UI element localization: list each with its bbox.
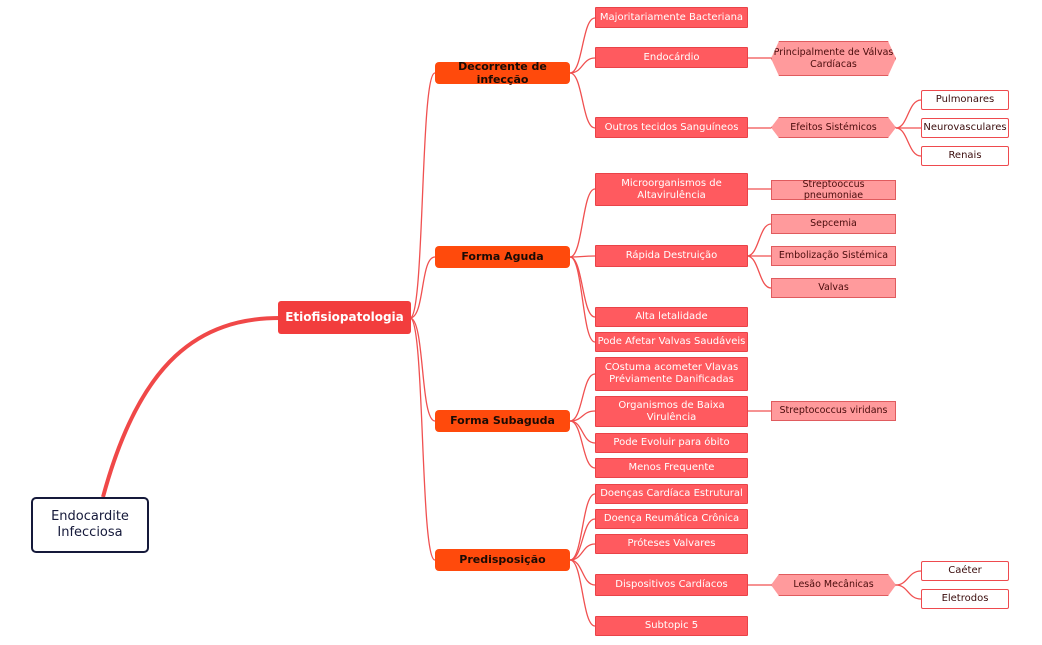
topic-cateter[interactable]: Caéter: [921, 561, 1009, 581]
topic-eletrodos[interactable]: Eletrodos: [921, 589, 1009, 609]
topic-streptococcus-pneumoniae[interactable]: Streptooccus pneumoniae: [771, 179, 896, 201]
topic-endocardio[interactable]: Endocárdio: [595, 47, 748, 68]
branch-infeccao[interactable]: Decorrente de infecção: [435, 60, 570, 86]
topic-organismos-baixa-virulencia[interactable]: Organismos de Baixa Virulência: [595, 396, 748, 427]
topic-neurovasculares[interactable]: Neurovasculares: [921, 118, 1009, 138]
topic-tecidos-sanguineos[interactable]: Outros tecidos Sanguíneos: [595, 117, 748, 138]
topic-costuma-acometer[interactable]: COstuma acometer Vlavas Préviamente Dani…: [595, 357, 748, 391]
topic-valvas-cardiacas[interactable]: Principalmente de Válvas Cardíacas: [771, 41, 896, 76]
topic-menos-frequente[interactable]: Menos Frequente: [595, 458, 748, 478]
topic-streptococcus-viridans[interactable]: Streptococcus viridans: [771, 401, 896, 421]
root-topic[interactable]: Endocardite Infecciosa: [31, 497, 149, 553]
topic-subtopic-5[interactable]: Subtopic 5: [595, 616, 748, 636]
topic-efeitos-sistemicos[interactable]: Efeitos Sistémicos: [771, 117, 896, 138]
topic-bacteriana[interactable]: Majoritariamente Bacteriana: [595, 7, 748, 28]
topic-cardiaca-estrutural[interactable]: Doenças Cardíaca Estrutural: [595, 484, 748, 504]
topic-pulmonares[interactable]: Pulmonares: [921, 90, 1009, 110]
main-topic[interactable]: Etiofisiopatologia: [279, 302, 410, 333]
branch-forma-aguda[interactable]: Forma Aguda: [435, 246, 570, 268]
topic-dispositivos-cardiacos[interactable]: Dispositivos Cardíacos: [595, 574, 748, 596]
topic-microorganismos[interactable]: Microorganismos de Altavirulência: [595, 173, 748, 206]
topic-evoluir-obito[interactable]: Pode Evoluir para óbito: [595, 433, 748, 453]
topic-sepcemia[interactable]: Sepcemia: [771, 214, 896, 234]
topic-renais[interactable]: Renais: [921, 146, 1009, 166]
topic-reumatica-cronica[interactable]: Doença Reumática Crônica: [595, 509, 748, 529]
branch-forma-subaguda[interactable]: Forma Subaguda: [435, 410, 570, 432]
topic-proteses-valvares[interactable]: Próteses Valvares: [595, 534, 748, 554]
topic-valvas-saudaveis[interactable]: Pode Afetar Valvas Saudáveis: [595, 332, 748, 352]
topic-embolizacao[interactable]: Embolização Sistémica: [771, 246, 896, 266]
branch-predisposicao[interactable]: Predisposição: [435, 549, 570, 571]
topic-alta-letalidade[interactable]: Alta letalidade: [595, 307, 748, 327]
topic-valvas[interactable]: Valvas: [771, 278, 896, 298]
topic-rapida-destruicao[interactable]: Rápida Destruição: [595, 245, 748, 267]
topic-lesao-mecanicas[interactable]: Lesão Mecânicas: [771, 574, 896, 596]
